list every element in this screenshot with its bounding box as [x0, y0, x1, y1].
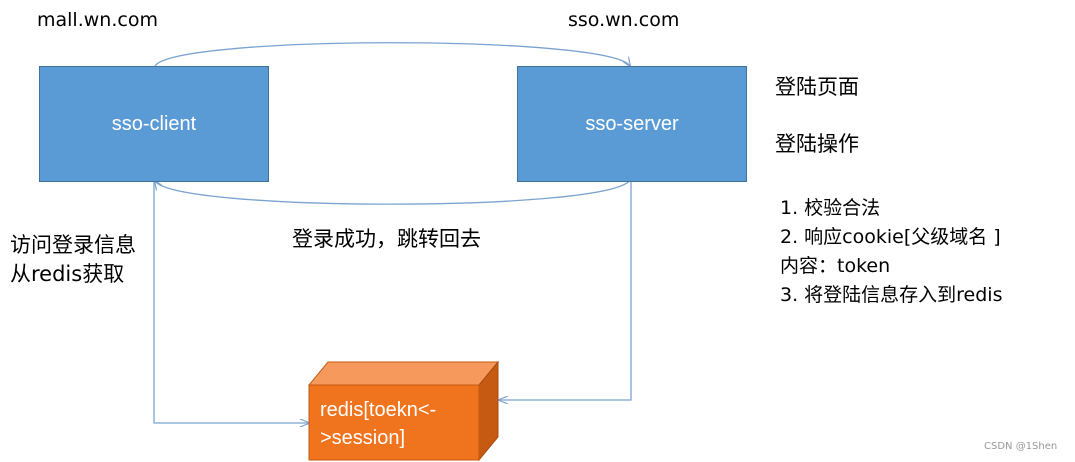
redirect-arc	[154, 42, 630, 66]
step-item: 3. 将登陆信息存入到redis	[780, 284, 1003, 306]
client-note: 访问登录信息 从redis获取	[10, 231, 136, 289]
steps-list: 1. 校验合法 2. 响应cookie[父级域名 ] 内容：token 3. 将…	[780, 194, 1003, 310]
step-item: 内容：token	[780, 255, 891, 277]
login-page-label: 登陆页面	[775, 75, 859, 99]
redis-label: redis[toekn<->session]	[320, 399, 437, 449]
client-domain-label: mall.wn.com	[37, 9, 158, 31]
sso-client-label: sso-client	[111, 112, 197, 135]
redis-box-top	[307, 361, 500, 386]
server-to-redis-line	[499, 182, 632, 400]
sso-server-label: sso-server	[585, 112, 679, 135]
step-item: 1. 校验合法	[780, 197, 881, 219]
watermark: CSDN @1Shen	[984, 441, 1058, 452]
return-arc	[155, 180, 631, 205]
client-to-redis-line	[153, 182, 309, 423]
step-item: 2. 响应cookie[父级域名 ]	[780, 226, 1001, 248]
client-note-line: 访问登录信息	[10, 233, 136, 257]
client-note-line: 从redis获取	[10, 262, 125, 286]
server-domain-label: sso.wn.com	[568, 9, 680, 31]
redis-box-front	[308, 384, 480, 461]
login-action-label: 登陆操作	[775, 132, 859, 156]
sso-server-box: sso-server	[517, 66, 747, 182]
return-label: 登录成功，跳转回去	[292, 227, 481, 251]
redis-box	[307, 360, 500, 462]
sso-client-box: sso-client	[39, 66, 269, 182]
